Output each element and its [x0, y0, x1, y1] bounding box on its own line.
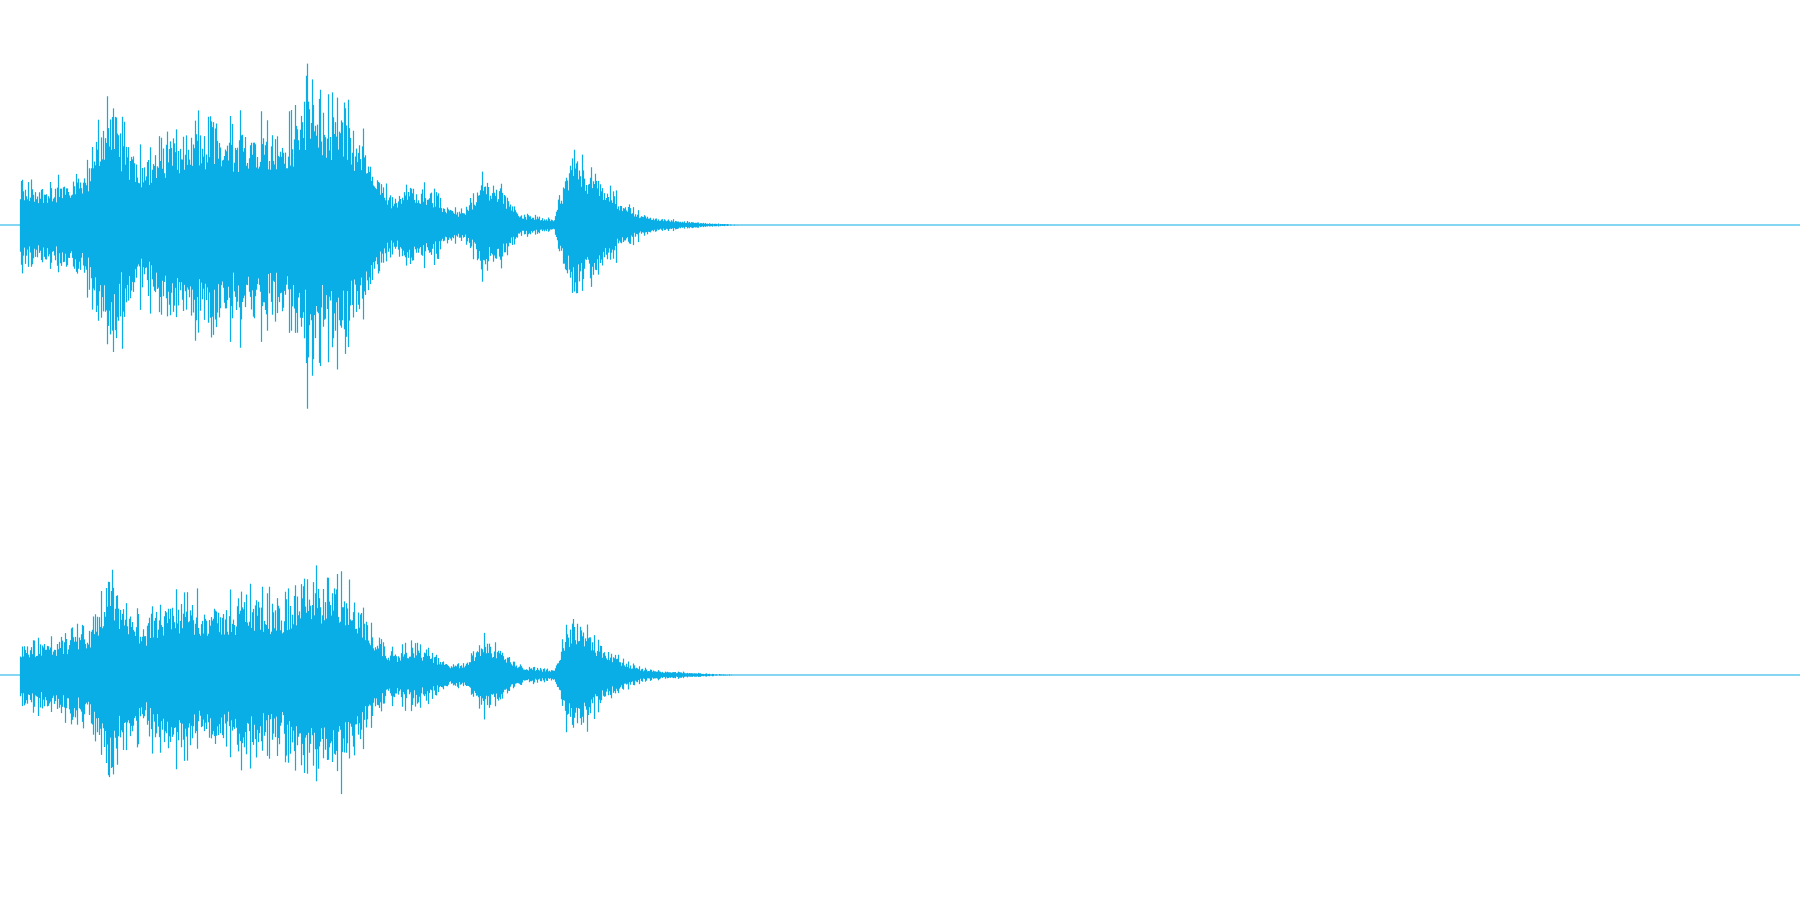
waveform-channel-2	[0, 565, 1800, 795]
channel-1-samples	[19, 63, 750, 409]
channel-1-waveform-path	[19, 63, 750, 409]
waveform-channel-1	[0, 63, 1800, 409]
channel-2-waveform-path	[19, 565, 749, 795]
channel-2-samples	[19, 565, 749, 795]
